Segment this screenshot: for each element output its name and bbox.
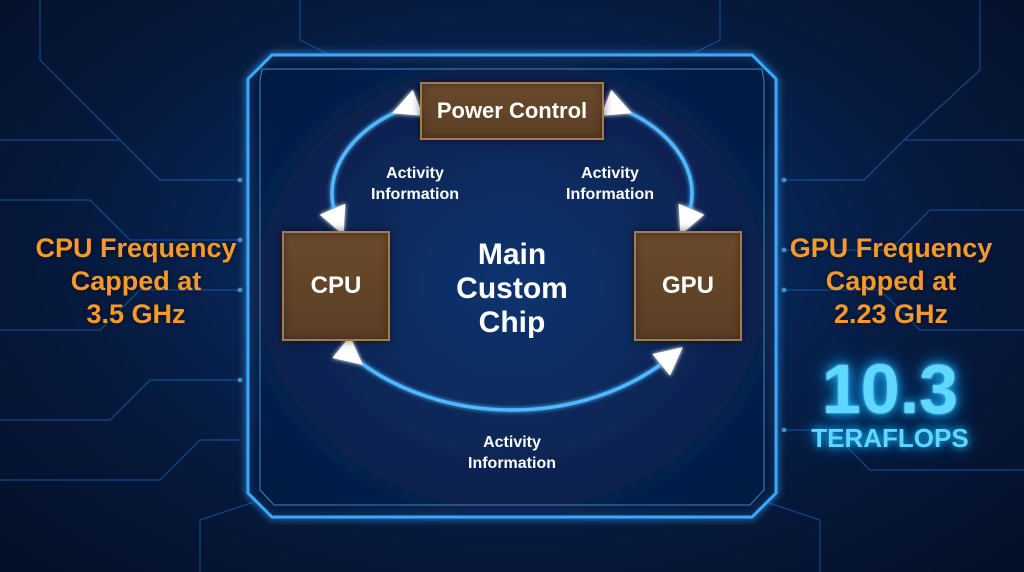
gpu-frequency-label: GPU Frequency Capped at 2.23 GHz xyxy=(775,232,1007,331)
flow-label-line: Information xyxy=(468,455,556,472)
flow-label-left: Activity Information xyxy=(340,163,490,205)
flow-label-right: Activity Information xyxy=(535,163,685,205)
gpu-frequency-line: Capped at xyxy=(825,266,957,296)
teraflops-value: 10.3 xyxy=(821,350,959,428)
flow-label-line: Activity xyxy=(386,165,444,182)
flow-arrows xyxy=(319,89,705,412)
flow-label-bottom: Activity Information xyxy=(437,432,587,474)
cpu-frequency-line: 3.5 GHz xyxy=(86,299,186,329)
power-control-node: Power Control xyxy=(420,82,604,140)
power-control-label: Power Control xyxy=(436,98,588,123)
cpu-frequency-label: CPU Frequency Capped at 3.5 GHz xyxy=(20,232,252,331)
circuit-nodes xyxy=(237,177,787,433)
chip-title-line: Main xyxy=(477,238,547,271)
cpu-frequency-line: Capped at xyxy=(70,266,202,296)
chip-title-line: Custom xyxy=(456,272,568,305)
flow-label-line: Information xyxy=(566,186,654,203)
gpu-node: GPU xyxy=(634,231,742,341)
teraflops-unit: TERAFLOPS xyxy=(811,423,969,453)
arrow-power-gpu xyxy=(600,89,705,235)
chip-title: Main Custom Chip xyxy=(427,238,597,340)
chip-title-line: Chip xyxy=(478,306,546,339)
cpu-node: CPU xyxy=(282,231,390,341)
flow-label-line: Activity xyxy=(483,434,541,451)
flow-label-line: Activity xyxy=(581,165,639,182)
cpu-label: CPU xyxy=(310,272,362,299)
arrow-cpu-gpu xyxy=(332,336,683,412)
gpu-frequency-line: 2.23 GHz xyxy=(833,299,949,329)
cpu-frequency-line: CPU Frequency xyxy=(35,233,237,263)
arrow-power-cpu xyxy=(319,89,424,235)
gpu-frequency-line: GPU Frequency xyxy=(789,233,993,263)
flow-label-line: Information xyxy=(371,186,459,203)
gpu-label: GPU xyxy=(661,272,714,299)
